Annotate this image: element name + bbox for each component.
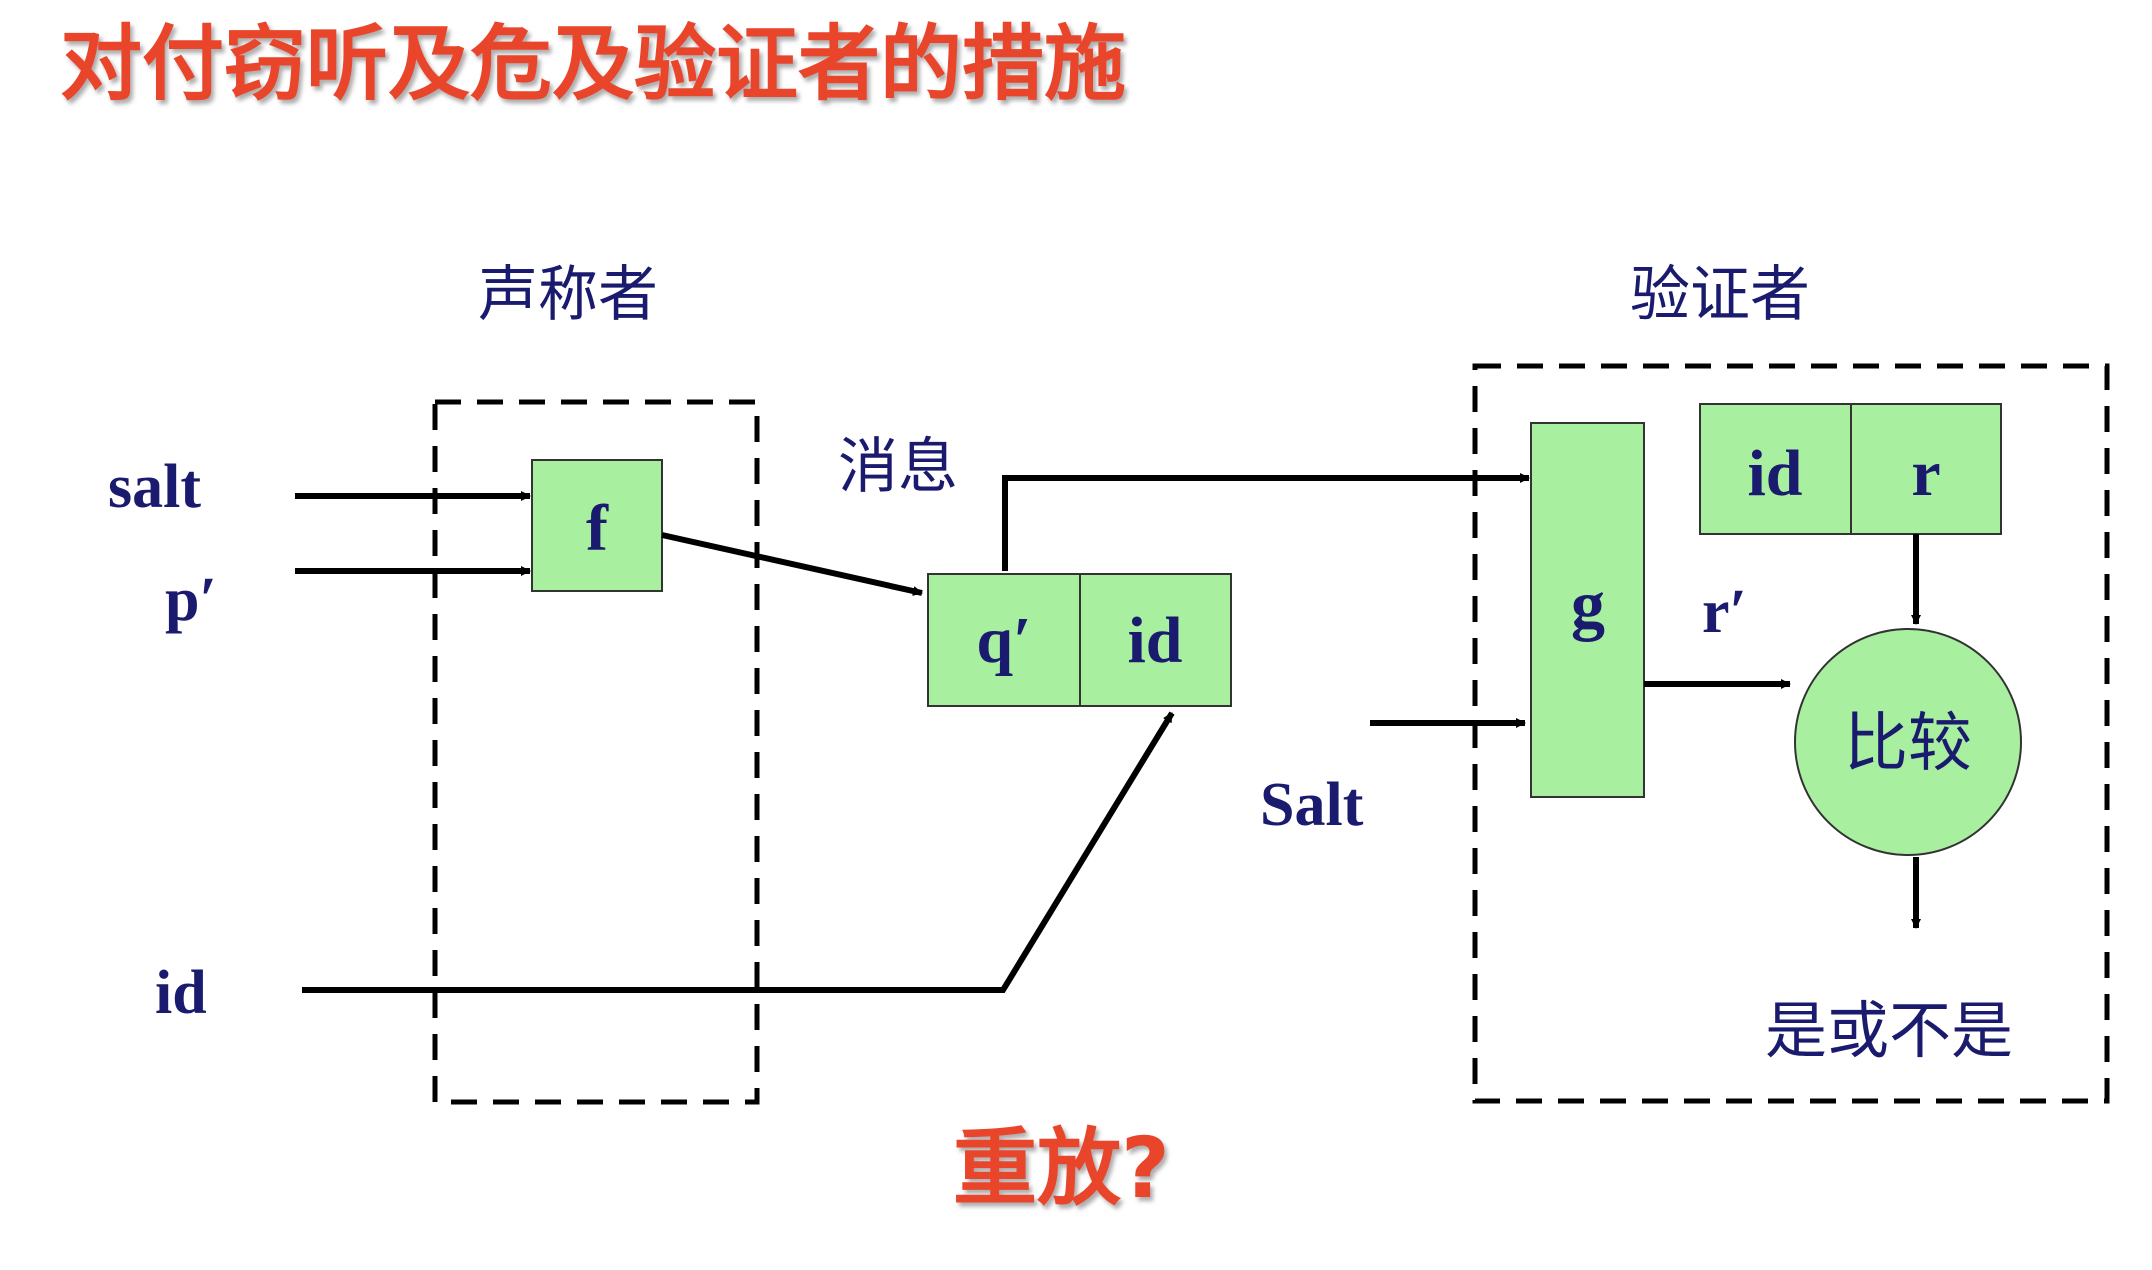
- message-label: 消息: [838, 432, 958, 502]
- message-id-box: [1079, 573, 1232, 707]
- salt-input-label: salt: [108, 453, 201, 521]
- id-to-message-arrow: [302, 711, 1175, 993]
- result-label: 是或不是: [1765, 994, 2013, 1067]
- g-box: [1530, 422, 1645, 798]
- verifier-salt-label: Salt: [1260, 771, 1364, 839]
- claimant-boundary: [432, 399, 760, 1105]
- stored-r-box: [1850, 403, 2002, 535]
- compare-circle: [1794, 628, 2022, 856]
- compare-label: 比较: [1844, 707, 1972, 781]
- f-box-label: f: [586, 492, 609, 565]
- stored-id-box-label: id: [1747, 437, 1802, 510]
- q-prime-box: [927, 573, 1081, 707]
- claimant-label: 声称者: [478, 260, 658, 330]
- stored-id-box: [1699, 403, 1852, 535]
- verifier-label: 验证者: [1630, 260, 1810, 330]
- verifier-boundary: [1472, 363, 2110, 1104]
- p-prime-input-label: p′: [165, 566, 217, 634]
- q-prime-box-label: q′: [976, 604, 1031, 677]
- message-to-g-arrow: [1002, 473, 1530, 571]
- f-box: [531, 459, 663, 592]
- g-box-label: g: [1571, 566, 1605, 642]
- id-input-label: id: [155, 959, 207, 1027]
- replay-question: 重放?: [953, 1119, 1170, 1217]
- f-to-q-prime-arrow: [661, 532, 923, 596]
- slide-title: 对付窃听及危及验证者的措施: [60, 17, 1126, 112]
- stored-r-box-label: r: [1911, 437, 1940, 510]
- r-prime-label: r′: [1702, 578, 1747, 646]
- message-id-box-label: id: [1127, 604, 1182, 677]
